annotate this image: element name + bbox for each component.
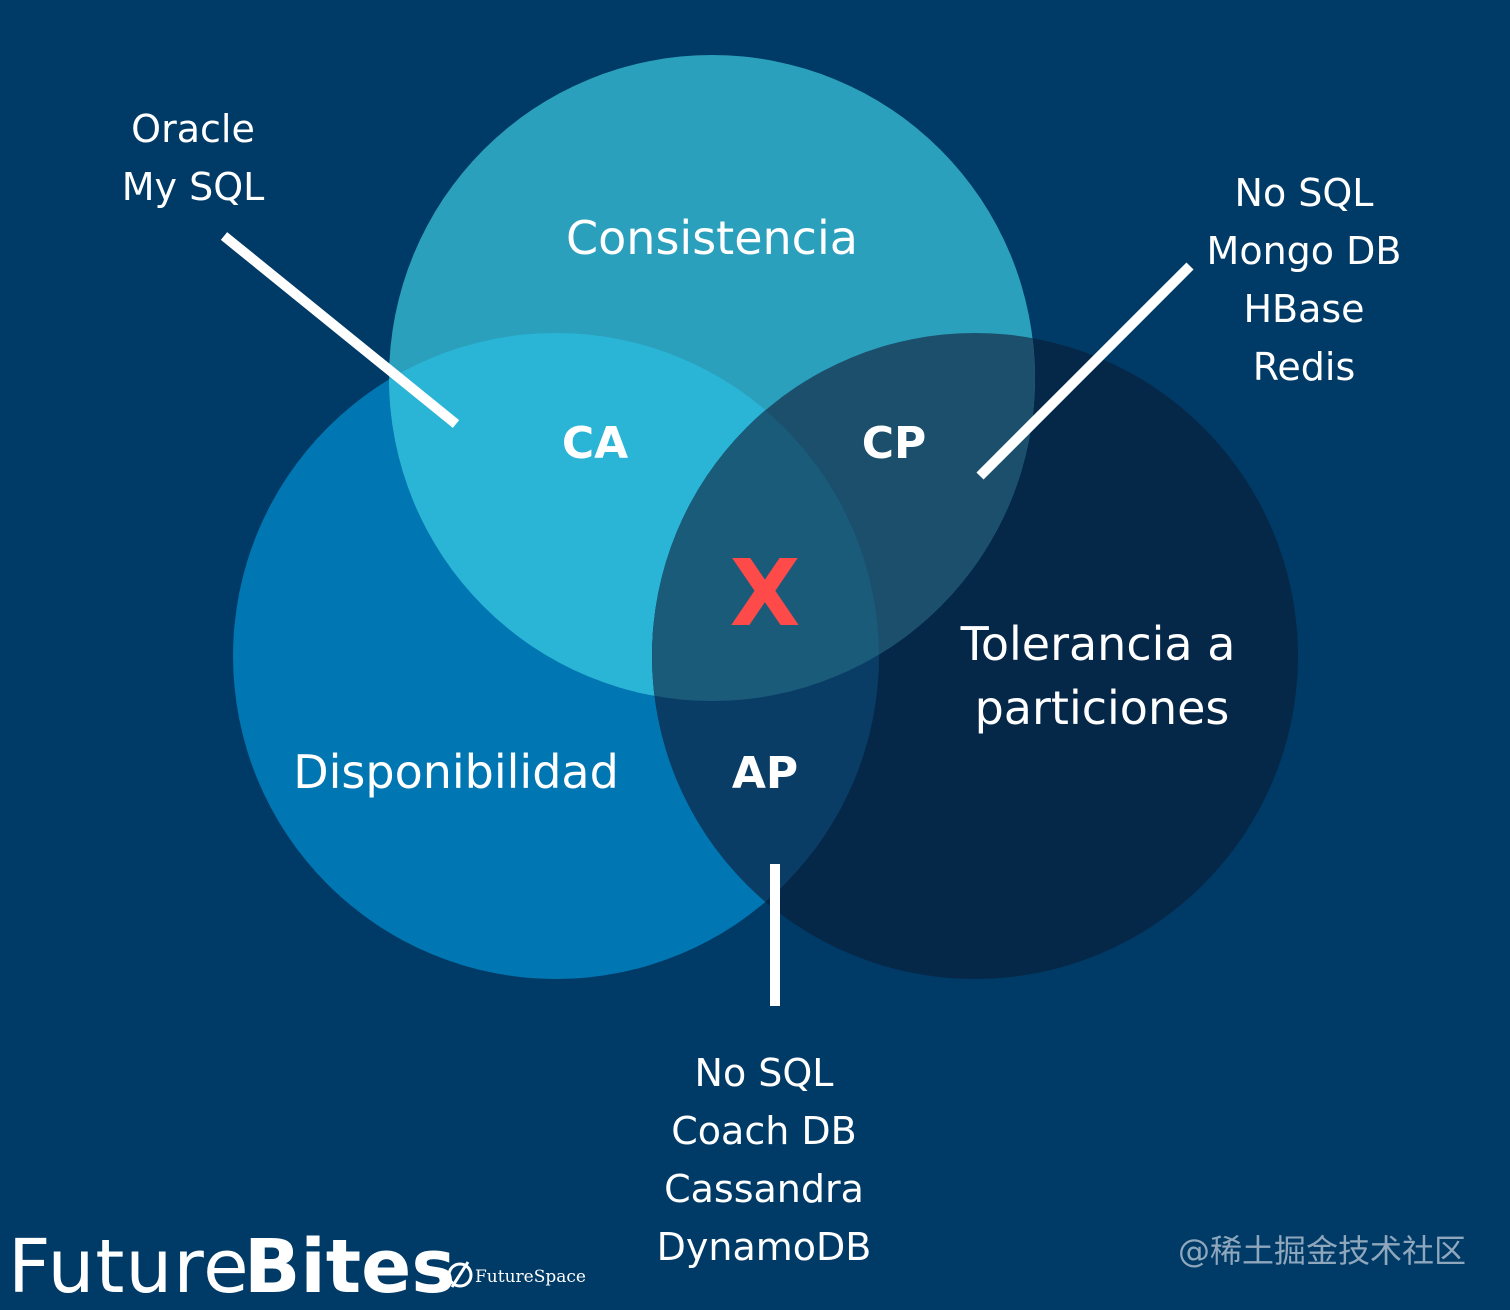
- ap-db-3: Cassandra: [664, 1167, 864, 1211]
- cp-db-2: Mongo DB: [1207, 229, 1402, 273]
- center-overlap: [652, 333, 879, 701]
- brand-logo: Future Bites: [8, 1224, 455, 1310]
- cp-db-4: Redis: [1253, 345, 1356, 389]
- ap-label: AP: [732, 748, 798, 799]
- futurespace-logo: FutureSpace: [447, 1261, 586, 1288]
- ca-db-1: Oracle: [131, 107, 255, 151]
- futurespace-mark-icon: [447, 1261, 473, 1288]
- ca-db-2: My SQL: [122, 165, 265, 209]
- cp-callout-line: [976, 262, 1194, 480]
- consistency-label: Consistencia: [566, 211, 858, 265]
- ca-label: CA: [562, 418, 628, 469]
- ap-db-1: No SQL: [695, 1051, 834, 1095]
- ap-db-2: Coach DB: [671, 1109, 856, 1153]
- brand-name-light: Future: [8, 1224, 250, 1310]
- partition-label-line-2: particiones: [975, 681, 1230, 735]
- availability-label: Disponibilidad: [293, 745, 619, 799]
- brand-name-bold: Bites: [244, 1224, 455, 1310]
- ap-db-4: DynamoDB: [657, 1225, 872, 1269]
- ca-callout-line: [220, 232, 460, 428]
- cp-db-1: No SQL: [1235, 171, 1374, 215]
- futurespace-name: FutureSpace: [475, 1267, 586, 1287]
- center-x-mark: X: [730, 540, 801, 647]
- watermark: @稀土掘金技术社区: [1178, 1232, 1466, 1270]
- partition-label-line-1: Tolerancia a: [960, 617, 1236, 671]
- cp-label: CP: [862, 418, 927, 469]
- cp-db-3: HBase: [1243, 287, 1364, 331]
